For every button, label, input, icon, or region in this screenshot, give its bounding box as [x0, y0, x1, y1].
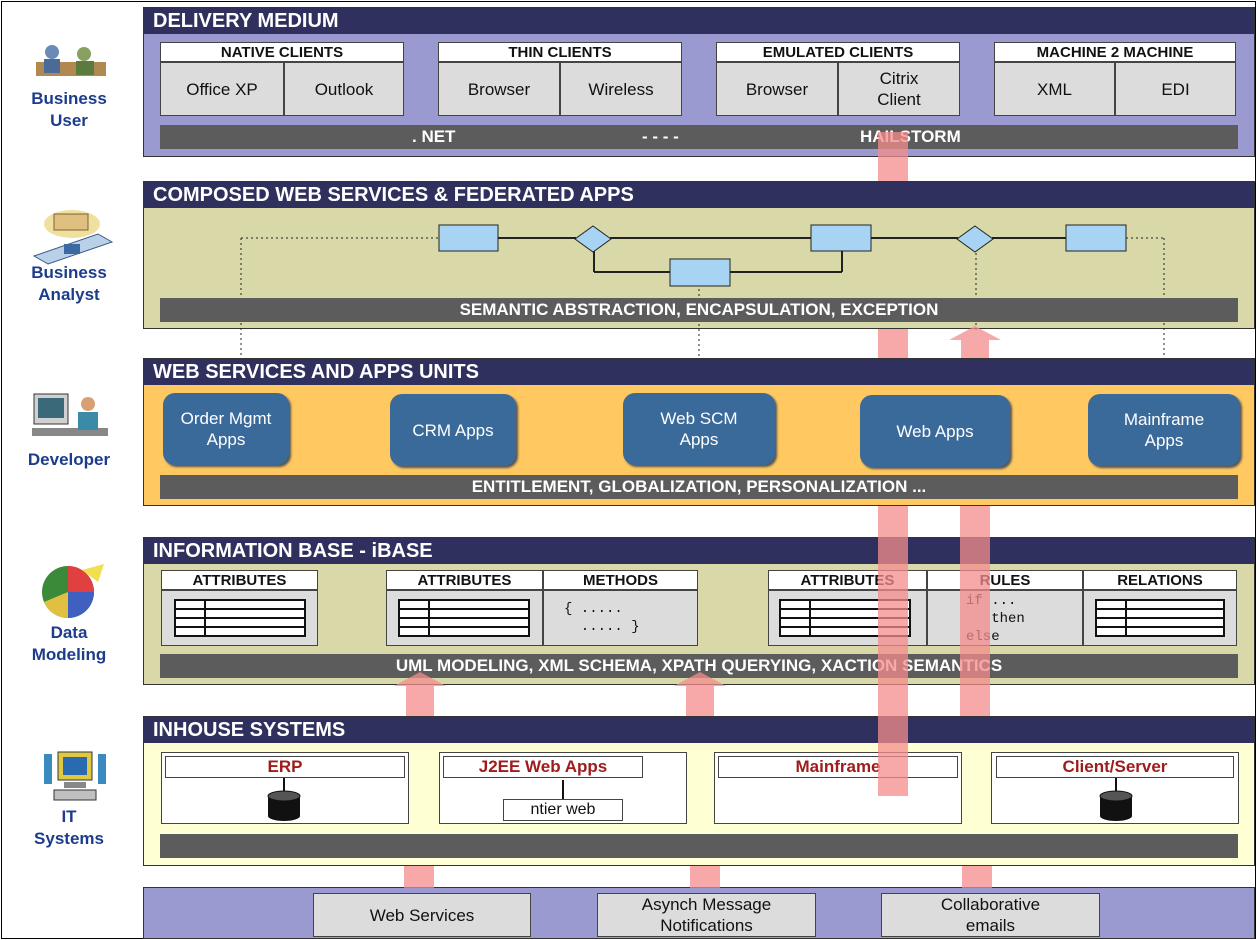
- role-business-user: Business User: [31, 89, 107, 130]
- inhouse-header: INHOUSE SYSTEMS: [144, 717, 1254, 743]
- units-header: WEB SERVICES AND APPS UNITS: [144, 359, 1254, 385]
- service-box-1: [438, 224, 499, 252]
- ntier-web-box: ntier web: [503, 799, 623, 821]
- web-scm-apps-unit: Web SCM Apps: [623, 393, 775, 465]
- crm-apps-unit: CRM Apps: [390, 394, 516, 466]
- semantic-bar: SEMANTIC ABSTRACTION, ENCAPSULATION, EXC…: [160, 298, 1238, 322]
- office-xp-box: Office XP: [160, 62, 284, 116]
- rules-code: if ... then else: [966, 593, 1025, 645]
- relations-header: RELATIONS: [1083, 570, 1237, 590]
- ibase-header: INFORMATION BASE - iBASE: [144, 538, 1254, 564]
- web-services-box: Web Services: [313, 893, 531, 937]
- inhouse-bar: [160, 834, 1238, 858]
- thin-clients-header: THIN CLIENTS: [438, 42, 682, 62]
- table-icon: [779, 599, 911, 637]
- mainframe-label: Mainframe: [718, 756, 958, 778]
- developer-icon: [32, 393, 108, 436]
- order-mgmt-apps-unit: Order Mgmt Apps: [163, 393, 289, 465]
- service-box-2: [810, 224, 872, 252]
- ellipsis-label: - - - -: [642, 127, 679, 146]
- business-analyst-icon: [32, 210, 114, 265]
- methods-body: [543, 590, 698, 646]
- web-apps-unit: Web Apps: [860, 395, 1010, 467]
- uml-bar: UML MODELING, XML SCHEMA, XPATH QUERYING…: [160, 654, 1238, 678]
- xml-box: XML: [994, 62, 1115, 116]
- erp-label: ERP: [165, 756, 405, 778]
- database-icon: [267, 778, 301, 821]
- rules-body: [927, 590, 1083, 646]
- decision-diamond-1: [574, 225, 612, 253]
- methods-code: { ..... ..... }: [564, 601, 640, 635]
- role-business-analyst: Business Analyst: [31, 263, 107, 304]
- delivery-medium-header: DELIVERY MEDIUM: [144, 8, 1254, 34]
- delivery-bar: . NET - - - - HAILSTORM: [160, 125, 1238, 149]
- native-clients-header: NATIVE CLIENTS: [160, 42, 404, 62]
- asynch-message-box: Asynch Message Notifications: [597, 893, 816, 937]
- collaborative-emails-box: Collaborative emails: [881, 893, 1100, 937]
- it-systems-icon: [44, 751, 106, 801]
- workflow-diagram: [240, 224, 1165, 388]
- mainframe-apps-unit: Mainframe Apps: [1088, 394, 1240, 466]
- entitlement-bar: ENTITLEMENT, GLOBALIZATION, PERSONALIZAT…: [160, 475, 1238, 499]
- thin-browser-box: Browser: [438, 62, 560, 116]
- citrix-client-box: Citrix Client: [838, 62, 960, 116]
- attributes-header-2: ATTRIBUTES: [386, 570, 543, 590]
- methods-header: METHODS: [543, 570, 698, 590]
- j2ee-label: J2EE Web Apps: [443, 756, 643, 778]
- attributes-header-1: ATTRIBUTES: [161, 570, 318, 590]
- rules-header: RULES: [927, 570, 1083, 590]
- table-icon: [174, 599, 306, 637]
- database-icon: [1099, 778, 1133, 821]
- client-server-label: Client/Server: [996, 756, 1234, 778]
- machine-2-machine-header: MACHINE 2 MACHINE: [994, 42, 1236, 62]
- service-box-4: [1065, 224, 1127, 252]
- attributes-header-3: ATTRIBUTES: [768, 570, 927, 590]
- decision-diamond-2: [956, 225, 994, 253]
- hailstorm-label: HAILSTORM: [860, 127, 961, 146]
- edi-box: EDI: [1115, 62, 1236, 116]
- table-icon: [398, 599, 530, 637]
- emulated-browser-box: Browser: [716, 62, 838, 116]
- outlook-box: Outlook: [284, 62, 404, 116]
- data-modeling-icon: [42, 564, 104, 618]
- connector-line: [562, 780, 564, 800]
- role-it-systems: IT Systems: [34, 807, 104, 848]
- composed-header: COMPOSED WEB SERVICES & FEDERATED APPS: [144, 182, 1254, 208]
- wireless-box: Wireless: [560, 62, 682, 116]
- service-box-3: [669, 258, 731, 287]
- net-label: . NET: [412, 127, 456, 146]
- emulated-clients-header: EMULATED CLIENTS: [716, 42, 960, 62]
- table-icon: [1095, 599, 1225, 637]
- role-data-modeling: Data Modeling: [31, 623, 107, 664]
- business-user-icon: [36, 45, 106, 76]
- role-developer: Developer: [27, 450, 111, 469]
